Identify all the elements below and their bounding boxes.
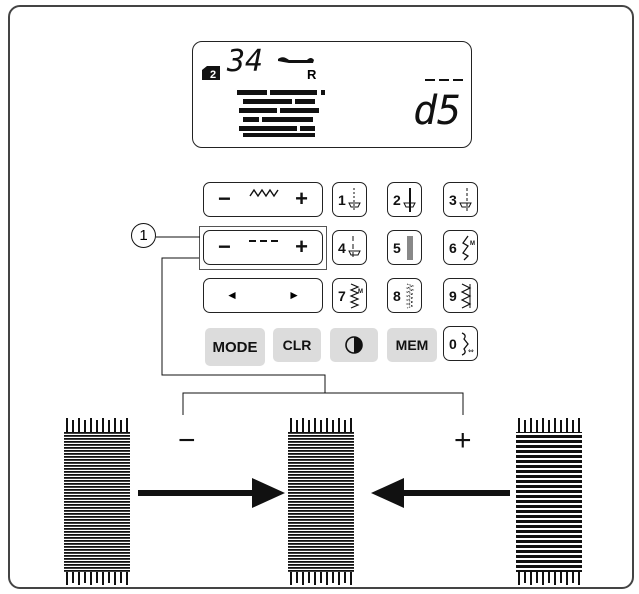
straight-stitch-center-icon	[402, 187, 416, 212]
setting-value: d5	[413, 88, 462, 134]
pattern-key-0-label: 0	[449, 335, 457, 352]
stitch-width-bars-icon	[237, 90, 325, 137]
arrow-left	[371, 478, 510, 508]
stitch-sample-normal	[288, 418, 354, 585]
zigzag-width-icon	[249, 188, 279, 198]
straight-stitch-right-icon	[458, 187, 472, 212]
value-bar-icon	[425, 79, 463, 81]
width-minus[interactable]: −	[218, 186, 231, 211]
minus-label: −	[178, 424, 196, 457]
multi-zigzag-stitch-icon	[405, 283, 415, 308]
pattern-key-2[interactable]: 2	[387, 182, 422, 217]
pattern-key-7[interactable]: 7 M	[332, 278, 367, 313]
memory-badge-text: 2	[210, 69, 216, 80]
foot-letter: R	[307, 67, 317, 82]
pattern-key-6[interactable]: 6 M	[443, 230, 478, 265]
length-minus[interactable]: −	[218, 234, 231, 259]
pattern-key-9-label: 9	[449, 287, 457, 304]
stitch-sample-dense	[516, 418, 582, 585]
stitch-sample-loose	[64, 418, 130, 585]
arrow-left-icon[interactable]: ◄	[226, 288, 238, 302]
callout-number: 1	[131, 223, 156, 248]
pattern-key-1[interactable]: 1	[332, 182, 367, 217]
overcast-stitch-icon	[460, 282, 472, 309]
stitch-width-key[interactable]: − +	[203, 182, 323, 217]
pattern-key-4-label: 4	[338, 239, 346, 256]
pattern-key-7-label: 7	[338, 287, 346, 304]
stitch-length-key[interactable]: − +	[203, 230, 323, 265]
pattern-key-9[interactable]: 9	[443, 278, 478, 313]
pattern-key-8[interactable]: 8	[387, 278, 422, 313]
pattern-key-5-label: 5	[393, 239, 401, 256]
arrow-key[interactable]: ◄ ►	[203, 278, 323, 313]
pattern-number: 34	[227, 44, 264, 79]
pattern-key-4[interactable]: 4	[332, 230, 367, 265]
pattern-key-3-label: 3	[449, 191, 457, 208]
stitch-length-icon	[249, 240, 278, 242]
svg-text:M: M	[470, 241, 475, 247]
mode-key[interactable]: MODE	[205, 328, 265, 366]
pattern-key-3[interactable]: 3	[443, 182, 478, 217]
pattern-key-0[interactable]: 0 ⇔	[443, 326, 478, 361]
pattern-key-5[interactable]: 5	[387, 230, 422, 265]
memory-badge-icon: 2	[202, 66, 220, 80]
zigzag-stitch-icon: M	[349, 282, 363, 309]
pattern-key-1-label: 1	[338, 191, 346, 208]
width-plus[interactable]: +	[295, 186, 308, 211]
pattern-key-8-label: 8	[393, 287, 401, 304]
buttonhole-stitch-icon: ⇔	[461, 331, 474, 356]
pattern-key-2-label: 2	[393, 191, 401, 208]
length-plus[interactable]: +	[295, 234, 308, 259]
plus-label: +	[454, 424, 472, 457]
clr-key[interactable]: CLR	[273, 328, 321, 362]
straight-stitch-basting-icon	[347, 235, 361, 260]
arrow-right	[138, 478, 285, 508]
pattern-key-6-label: 6	[449, 239, 457, 256]
mirror-image-icon	[345, 336, 363, 354]
presser-foot-icon	[278, 57, 314, 63]
arrow-right-icon[interactable]: ►	[288, 288, 300, 302]
straight-stitch-left-icon	[347, 187, 361, 212]
diagram-frame	[8, 5, 634, 589]
lightning-stitch-icon: M	[461, 235, 475, 260]
lcd-display: 2 34 R d5	[192, 41, 472, 148]
mem-key[interactable]: MEM	[387, 328, 437, 362]
svg-text:⇔: ⇔	[468, 347, 474, 355]
callout-bracket	[199, 226, 327, 270]
callout-leader-line	[156, 236, 200, 238]
svg-text:M: M	[358, 289, 363, 295]
mirror-key[interactable]	[330, 328, 378, 362]
triple-straight-stitch-icon	[407, 235, 413, 260]
